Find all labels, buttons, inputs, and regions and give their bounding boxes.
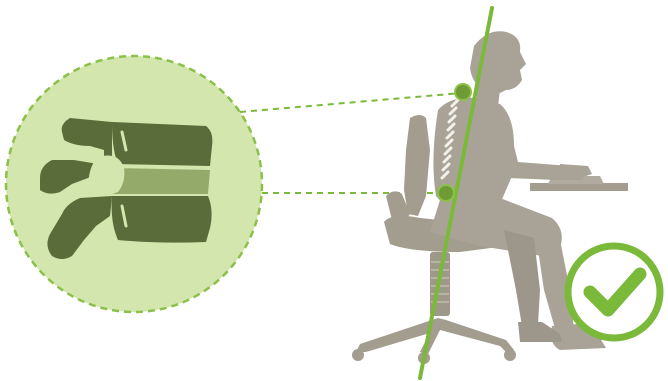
- checkmark-icon: [568, 246, 660, 338]
- desk-icon: [530, 183, 628, 191]
